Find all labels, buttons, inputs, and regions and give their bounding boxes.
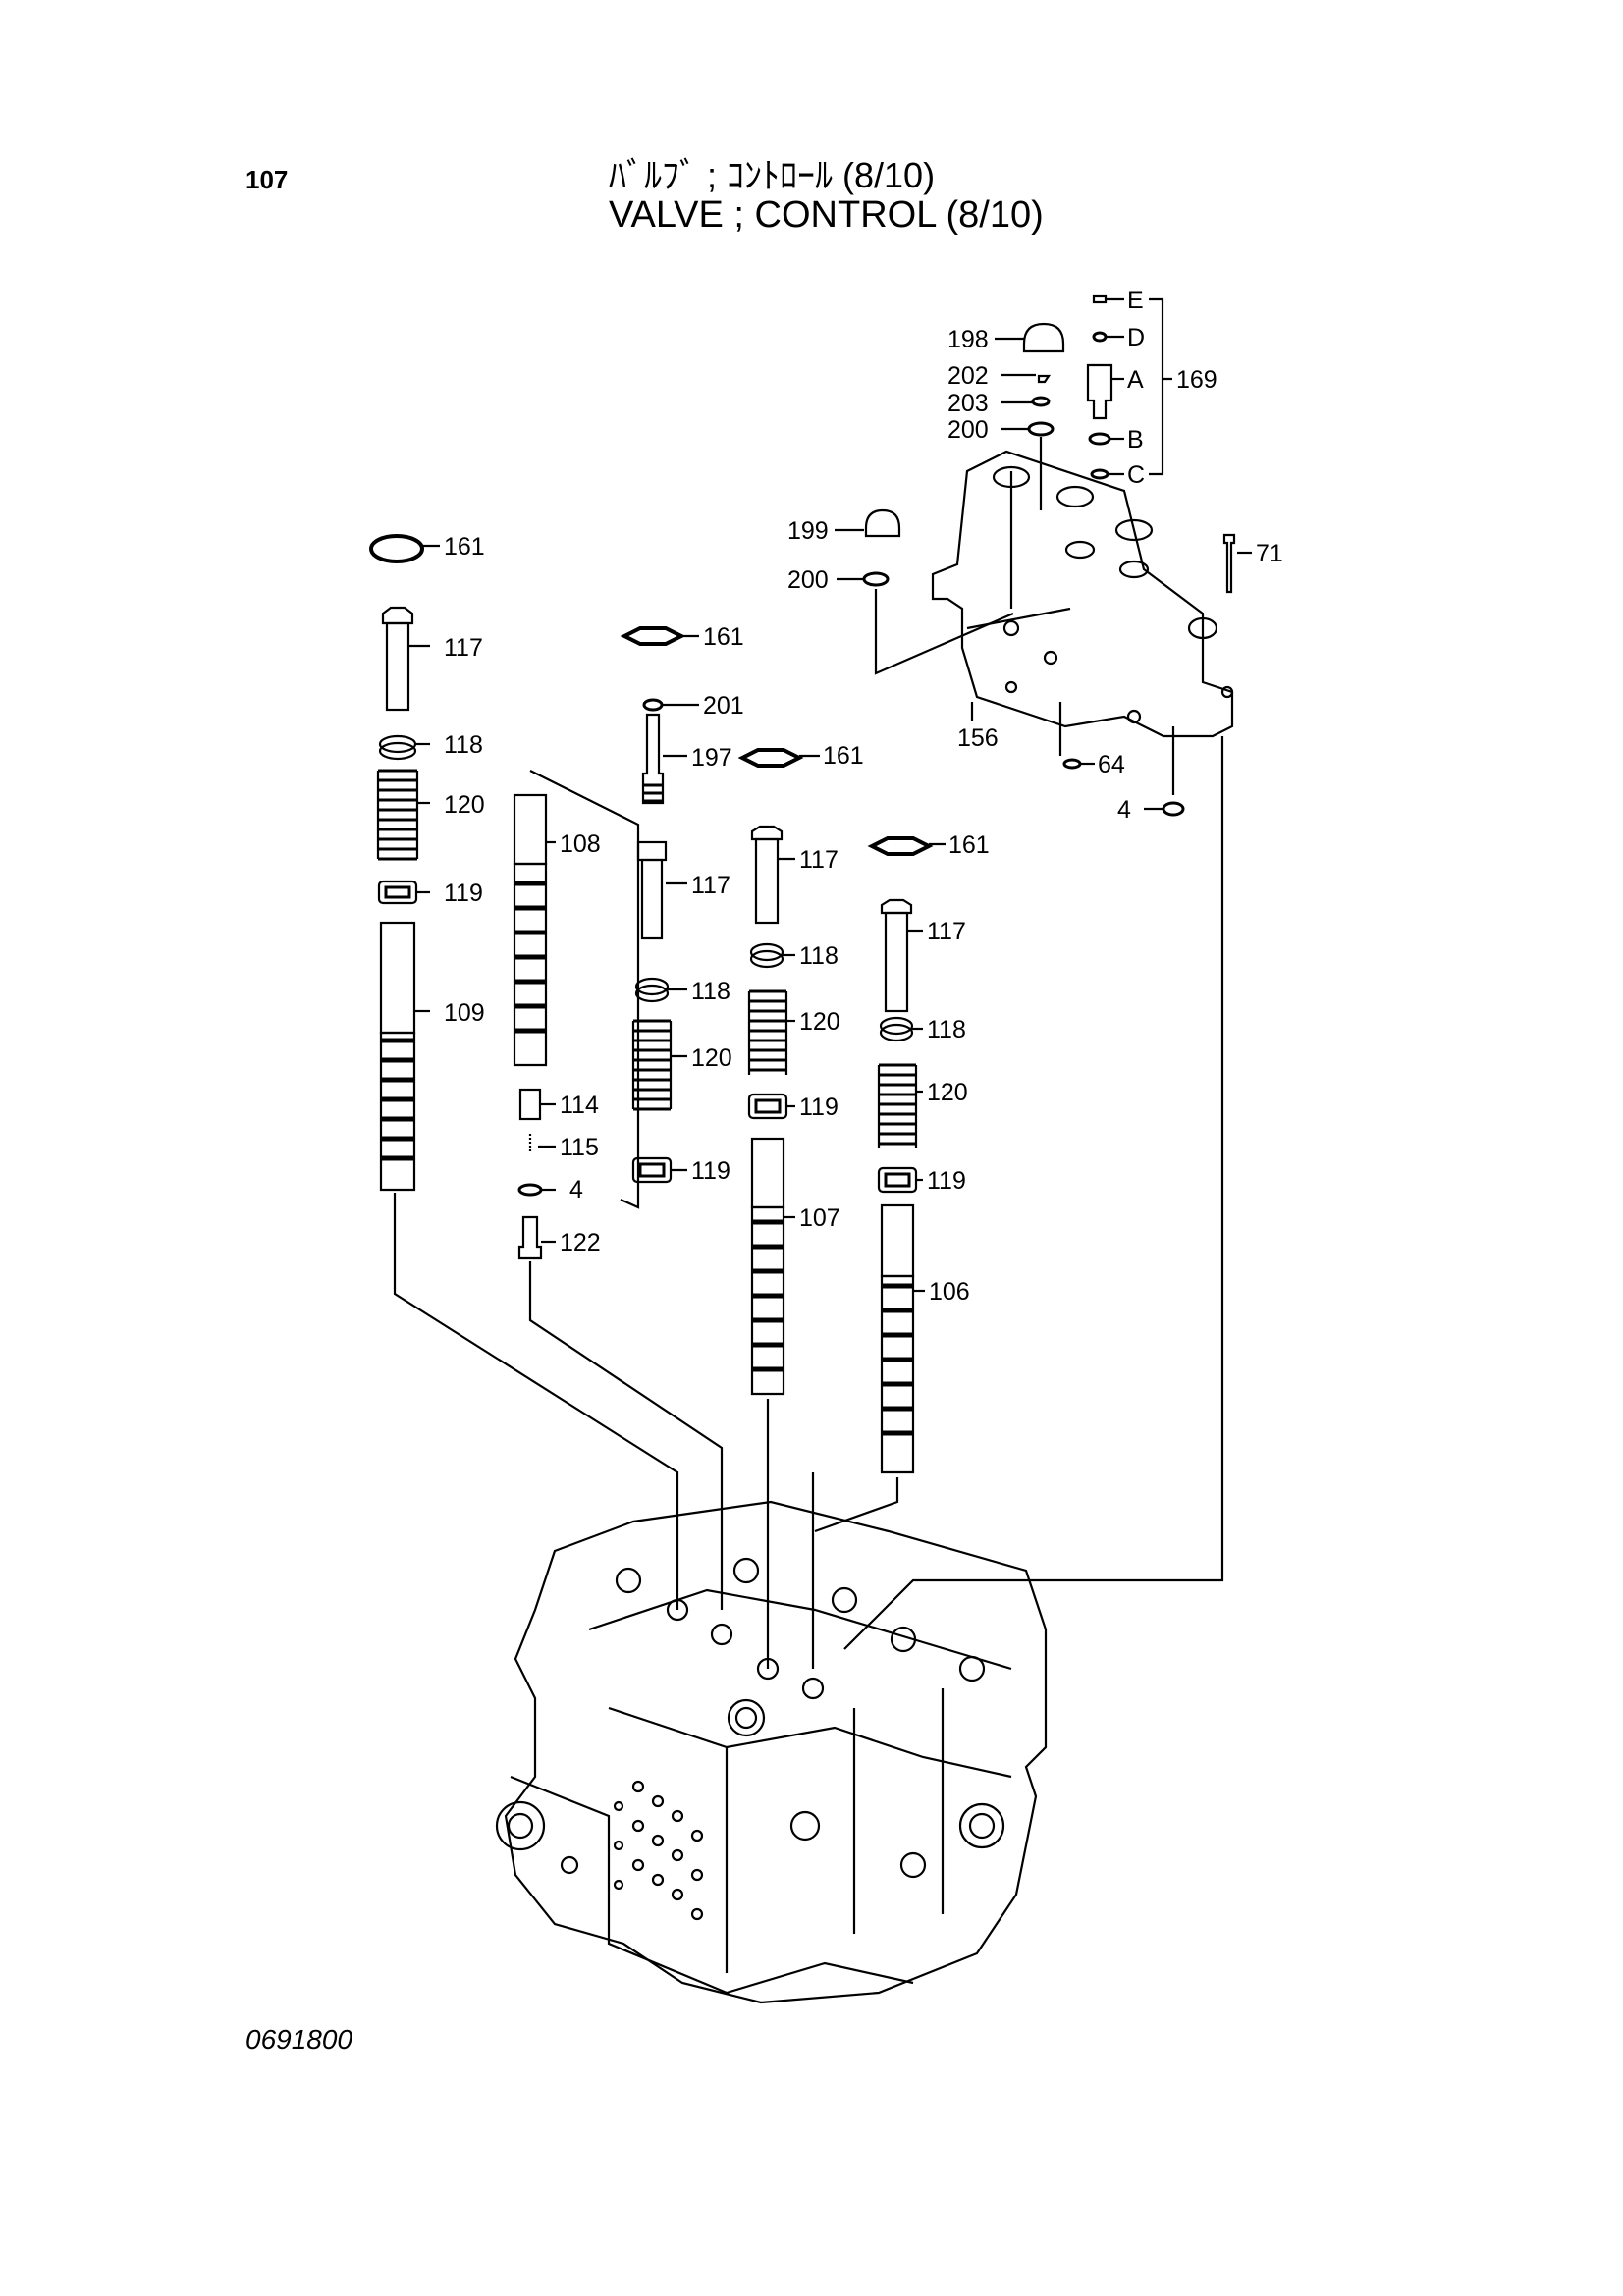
callout-117: 117 [799, 846, 839, 874]
callout-107: 107 [799, 1204, 840, 1232]
callout-119: 119 [799, 1094, 839, 1121]
callout-120: 120 [799, 1008, 840, 1036]
callout-161: 161 [823, 742, 864, 770]
callout-4: 4 [1117, 796, 1131, 824]
callout-201: 201 [703, 692, 744, 720]
callout-118: 118 [799, 942, 839, 970]
spool-assembly-106 [811, 736, 1224, 1669]
callout-120: 120 [691, 1044, 732, 1072]
callout-117: 117 [444, 634, 483, 662]
callout-D: D [1127, 324, 1145, 351]
drawing-number: 0691800 [245, 2024, 353, 2055]
cover-assembly-156 [835, 294, 1252, 817]
spool-assembly-107 [737, 748, 820, 1669]
title-japanese: ﾊﾞﾙﾌﾞ ; ｺﾝﾄﾛｰﾙ (8/10) [609, 155, 936, 195]
callout-108: 108 [560, 830, 601, 858]
callout-199: 199 [787, 517, 829, 545]
callout-161: 161 [703, 623, 744, 651]
callout-118: 118 [927, 1016, 966, 1043]
callout-117: 117 [691, 872, 730, 899]
callout-A: A [1127, 366, 1144, 394]
callout-118: 118 [444, 731, 483, 759]
callout-120: 120 [444, 791, 485, 819]
control-valve-body [495, 1500, 1048, 2004]
callout-4: 4 [569, 1176, 583, 1203]
callout-E: E [1127, 287, 1144, 314]
callout-200: 200 [787, 566, 829, 594]
callout-C: C [1127, 461, 1145, 489]
callout-197: 197 [691, 744, 732, 772]
callout-202: 202 [947, 362, 989, 390]
page-number: 107 [245, 165, 289, 194]
callout-119: 119 [927, 1167, 966, 1195]
callout-203: 203 [947, 390, 989, 417]
callout-122: 122 [560, 1229, 601, 1256]
callout-169: 169 [1176, 366, 1217, 394]
callout-200: 200 [947, 416, 989, 444]
callout-109: 109 [444, 999, 485, 1027]
callout-119: 119 [444, 880, 483, 907]
callout-118: 118 [691, 978, 730, 1005]
callout-B: B [1127, 426, 1144, 454]
callout-198: 198 [947, 326, 989, 353]
spring-assembly-197 [620, 626, 699, 1184]
title-english: VALVE ; CONTROL (8/10) [609, 194, 1044, 236]
callout-161: 161 [948, 831, 990, 859]
callout-114: 114 [560, 1092, 599, 1119]
callout-106: 106 [929, 1278, 970, 1306]
callout-161: 161 [444, 533, 485, 561]
spool-assembly-108 [513, 770, 724, 1610]
callout-120: 120 [927, 1079, 968, 1106]
callout-115: 115 [560, 1134, 599, 1161]
spool-assembly-109 [369, 534, 679, 1610]
callout-labels: 161 117 118 120 119 109 108 114 115 4 12… [444, 287, 1283, 1306]
callout-117: 117 [927, 918, 966, 945]
callout-156: 156 [957, 724, 999, 752]
callout-119: 119 [691, 1157, 730, 1185]
callout-71: 71 [1256, 540, 1283, 567]
callout-64: 64 [1098, 751, 1125, 778]
